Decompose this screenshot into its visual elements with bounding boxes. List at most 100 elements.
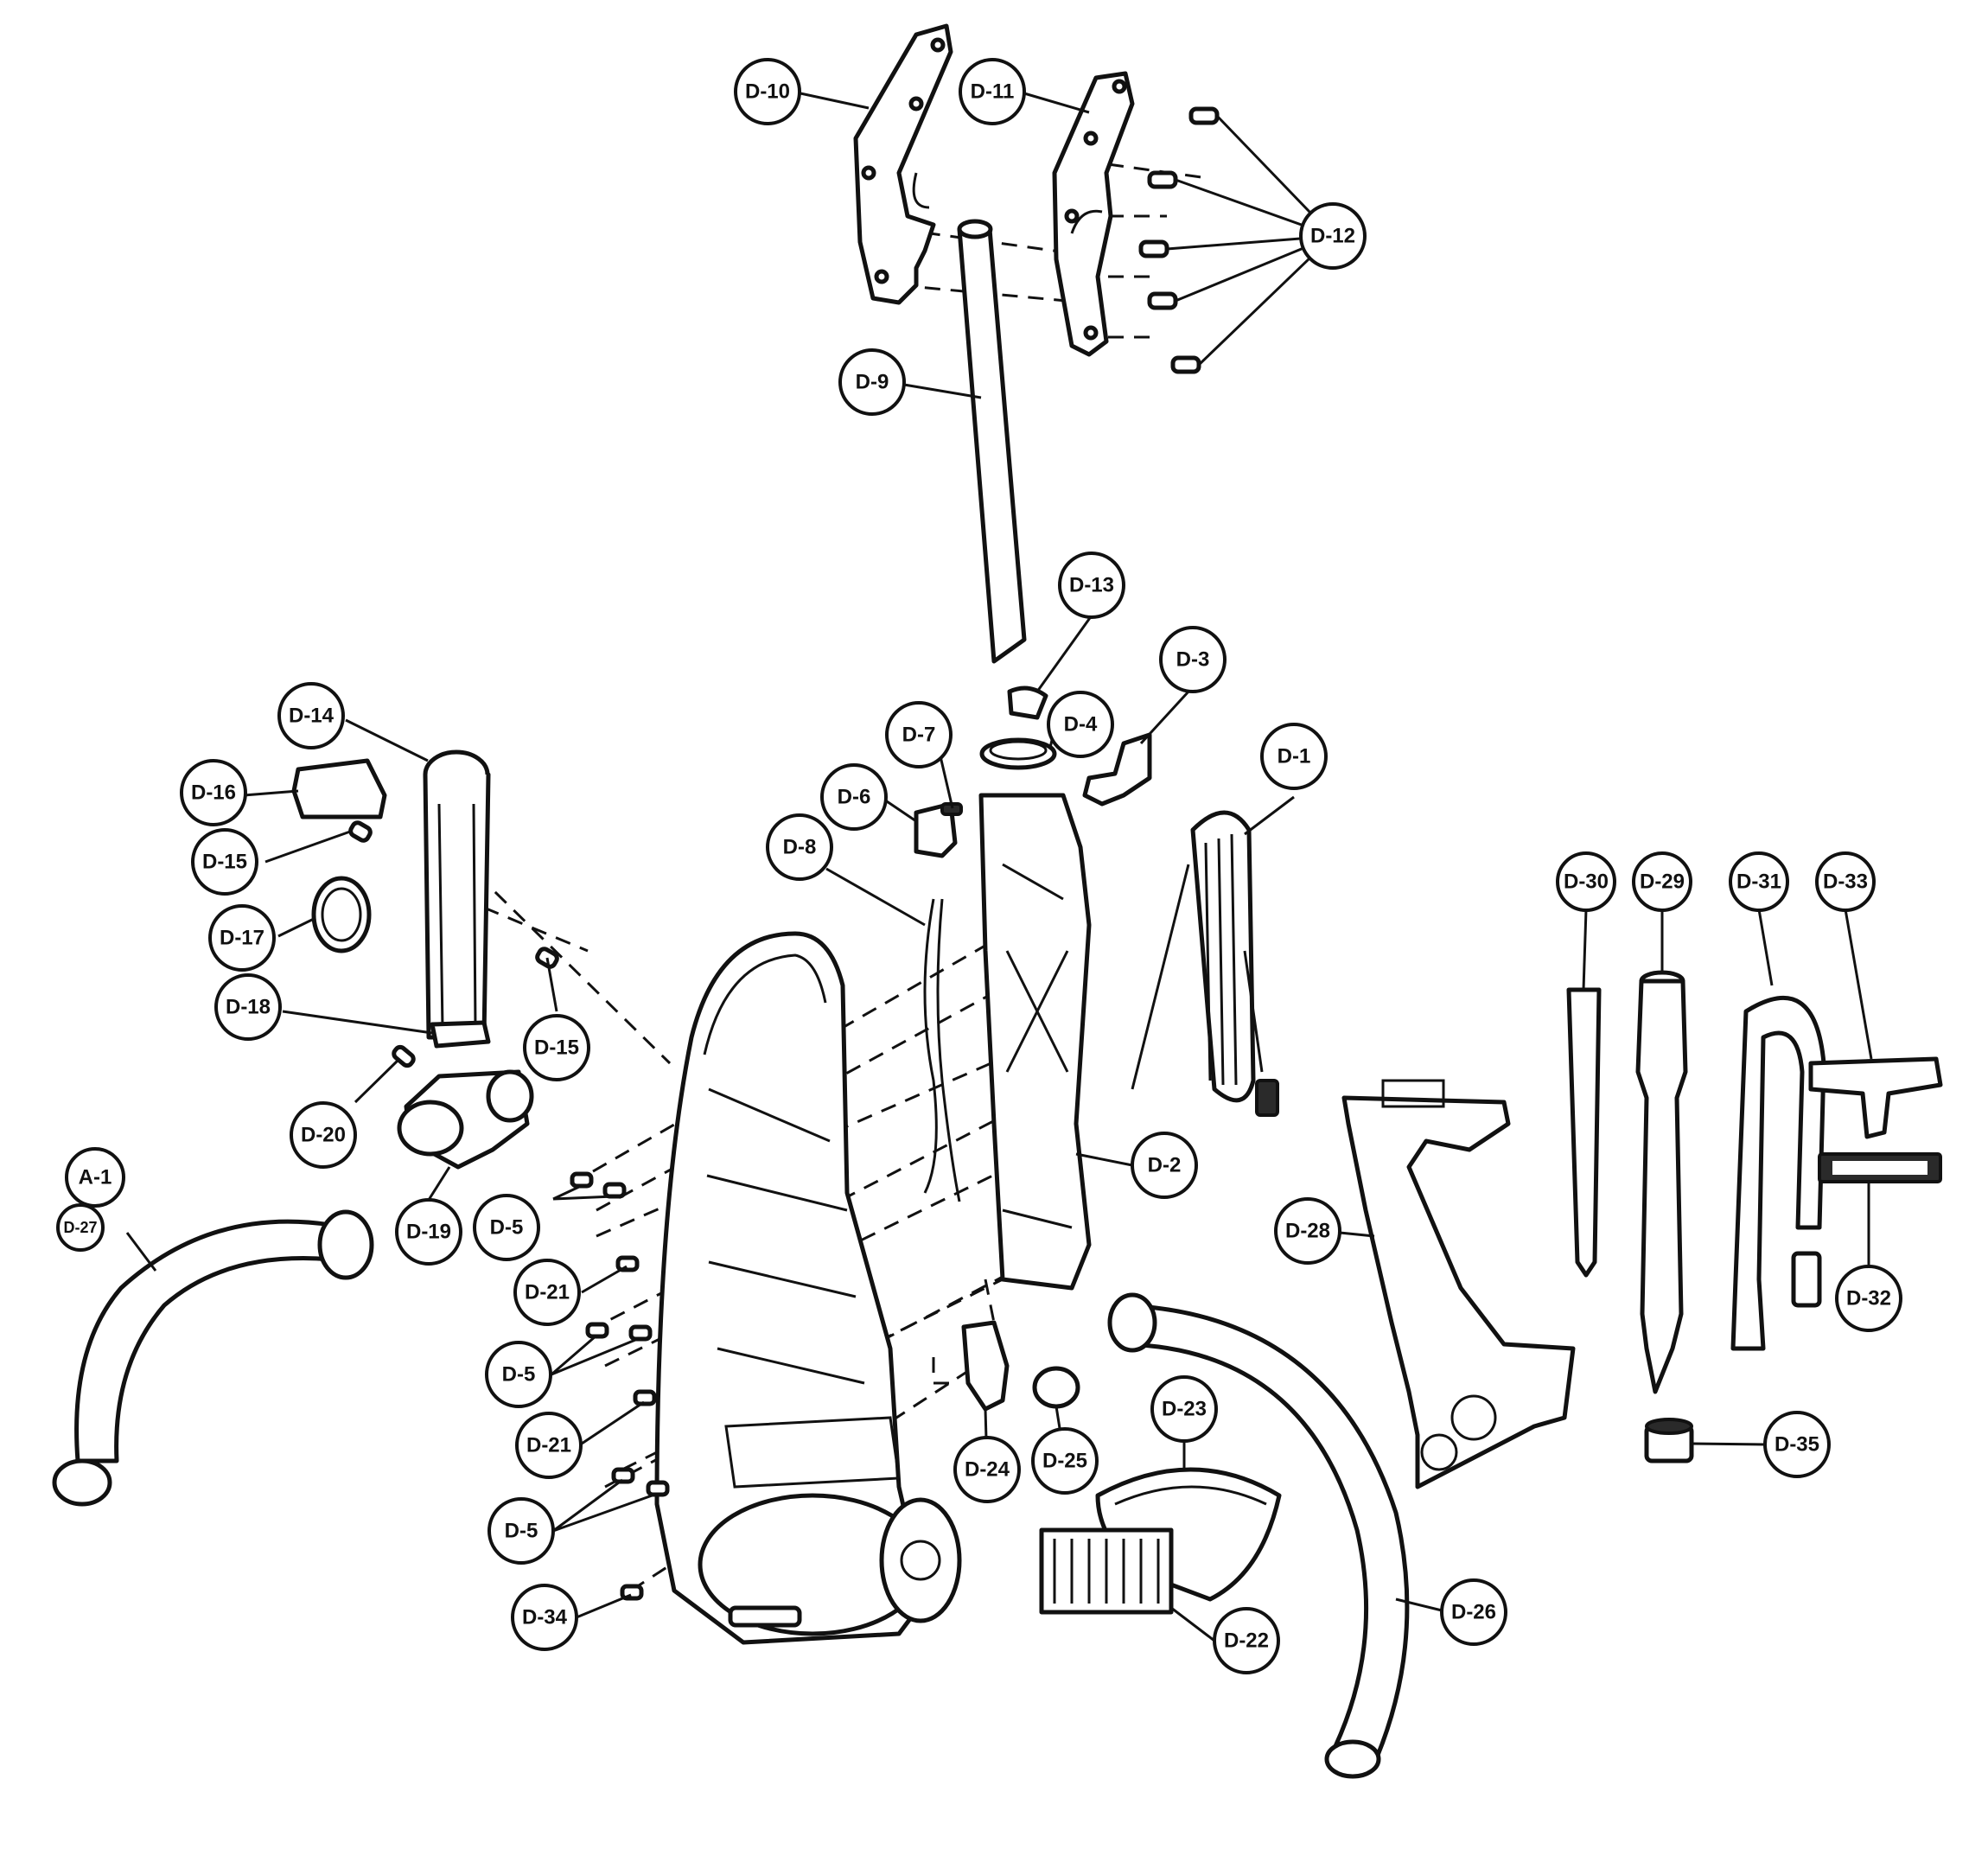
- callout-label: D-27: [63, 1219, 97, 1236]
- callout-d-27: D-27: [56, 1203, 105, 1252]
- rear-housing: [978, 793, 1092, 1291]
- callout-label: D-12: [1310, 225, 1355, 248]
- power-cord: [1131, 810, 1279, 1117]
- gasket: [430, 1020, 491, 1049]
- hose-a1: [52, 1209, 374, 1507]
- nozzle-cap: [1644, 1418, 1694, 1463]
- callout-d-21-upper: D-21: [513, 1259, 581, 1326]
- callout-label: D-13: [1069, 574, 1114, 597]
- callout-label: D-28: [1285, 1220, 1330, 1243]
- callout-d-34: D-34: [511, 1584, 578, 1651]
- callout-label: D-29: [1640, 870, 1685, 894]
- wire-harness: [923, 898, 961, 1202]
- collar-ring: [979, 737, 1057, 770]
- callout-d-26: D-26: [1440, 1578, 1507, 1646]
- callout-label: D-14: [289, 705, 335, 728]
- tool-caddy: [1341, 1079, 1576, 1489]
- callout-d-9: D-9: [838, 348, 906, 416]
- callout-label: D-21: [525, 1281, 570, 1304]
- callout-d-30: D-30: [1556, 851, 1616, 912]
- callout-d-35: D-35: [1763, 1411, 1831, 1478]
- callout-label: D-24: [965, 1458, 1010, 1482]
- latch: [961, 1320, 1010, 1412]
- callout-label: D-20: [301, 1124, 346, 1147]
- callout-d-33: D-33: [1815, 851, 1876, 912]
- callout-label: D-8: [783, 836, 817, 859]
- callout-d-18: D-18: [214, 973, 282, 1041]
- callout-label: D-15: [202, 851, 247, 874]
- callout-d-28: D-28: [1274, 1197, 1341, 1265]
- callout-label: D-19: [406, 1221, 451, 1244]
- callout-label: D-6: [838, 786, 871, 809]
- spring: [1032, 1366, 1080, 1409]
- callout-label: D-2: [1148, 1154, 1182, 1177]
- callout-label: D-26: [1451, 1601, 1496, 1624]
- elbow-connector: [397, 1069, 534, 1170]
- callout-d-19: D-19: [395, 1198, 462, 1266]
- callout-label: D-15: [534, 1036, 579, 1060]
- callout-label: D-5: [505, 1520, 538, 1543]
- callout-d-7: D-7: [885, 701, 953, 768]
- callout-label: A-1: [79, 1166, 112, 1189]
- leader-lines: [125, 92, 1873, 1642]
- callout-label: D-21: [526, 1434, 571, 1457]
- callout-label: D-17: [220, 927, 264, 950]
- callout-d-12: D-12: [1299, 202, 1367, 270]
- small-pin: [392, 1044, 416, 1068]
- body-screws: [570, 1171, 670, 1601]
- tube-clip: [1007, 685, 1048, 720]
- callout-label: D-18: [226, 996, 271, 1019]
- callout-label: D-3: [1176, 648, 1210, 672]
- duct-seal-ring: [311, 876, 372, 953]
- callout-d-16: D-16: [180, 759, 247, 826]
- callout-d-1: D-1: [1260, 723, 1328, 790]
- callout-label: D-5: [502, 1363, 536, 1387]
- callout-label: D-7: [902, 724, 936, 747]
- hepa-filter: [1039, 1527, 1174, 1615]
- main-body: [654, 931, 962, 1645]
- callout-d-31: D-31: [1729, 851, 1789, 912]
- callout-d-15-upper: D-15: [191, 828, 258, 896]
- callout-label: D-5: [490, 1216, 524, 1240]
- callout-d-17: D-17: [208, 904, 276, 972]
- callout-label: D-34: [522, 1606, 568, 1629]
- callout-d-13: D-13: [1058, 552, 1125, 619]
- brush-strip: [1818, 1152, 1942, 1183]
- callout-label: D-25: [1042, 1450, 1087, 1473]
- callout-d-3: D-3: [1159, 626, 1227, 693]
- hose-d26: [1107, 1292, 1410, 1779]
- callout-d-8: D-8: [766, 813, 833, 881]
- upper-duct: [423, 749, 491, 1040]
- callout-d-5-upper: D-5: [473, 1194, 540, 1261]
- crevice-tool: [1566, 987, 1602, 1278]
- callout-label: D-10: [745, 80, 790, 104]
- screw-set: [1138, 106, 1220, 374]
- callout-label: D-32: [1846, 1287, 1891, 1310]
- handle-tube: [957, 219, 1027, 664]
- callout-d-5-lower: D-5: [487, 1497, 555, 1565]
- callout-d-4: D-4: [1047, 691, 1114, 758]
- bent-wand: [1730, 995, 1826, 1351]
- handle-bracket-right: [1052, 71, 1135, 357]
- callout-label: D-23: [1162, 1398, 1207, 1421]
- callout-label: D-31: [1736, 870, 1781, 894]
- callout-d-6: D-6: [820, 763, 888, 831]
- handle-release: [1082, 732, 1152, 807]
- callout-d-21-lower: D-21: [515, 1412, 583, 1479]
- callout-label: D-16: [191, 781, 236, 805]
- callout-d-29: D-29: [1632, 851, 1692, 912]
- callout-label: D-33: [1823, 870, 1868, 894]
- callout-label: D-4: [1064, 713, 1098, 737]
- callout-a-1: A-1: [65, 1147, 125, 1208]
- callout-label: D-30: [1564, 870, 1609, 894]
- extension-wand: [1635, 970, 1688, 1394]
- callout-d-2: D-2: [1131, 1132, 1198, 1199]
- callout-d-10: D-10: [734, 58, 801, 125]
- callout-label: D-1: [1278, 745, 1311, 768]
- callout-d-20: D-20: [290, 1101, 357, 1169]
- handle-bracket-left: [853, 23, 953, 305]
- duct-pin-upper: [348, 820, 373, 843]
- callout-d-23: D-23: [1150, 1375, 1218, 1443]
- callout-d-15-lower: D-15: [523, 1014, 590, 1081]
